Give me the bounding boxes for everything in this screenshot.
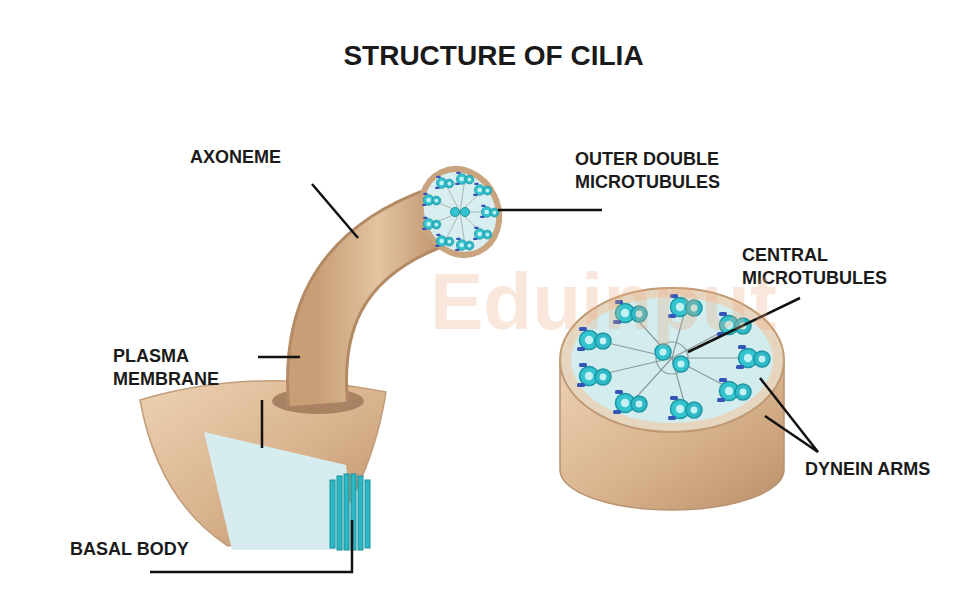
part-label: AXONEME — [190, 146, 281, 169]
part-label: PLASMA MEMBRANE — [113, 345, 253, 391]
part-label: DYNEIN ARMS — [805, 458, 930, 481]
watermark: Eduinput — [430, 262, 777, 342]
plasma-membrane-shape — [140, 381, 386, 550]
part-label: OUTER DOUBLE MICROTUBULES — [575, 148, 775, 194]
basal-body-shape — [330, 474, 370, 550]
diagram-title: STRUCTURE OF CILIA — [4, 38, 979, 74]
leader-lines — [150, 184, 818, 572]
part-label: BASAL BODY — [70, 538, 189, 561]
